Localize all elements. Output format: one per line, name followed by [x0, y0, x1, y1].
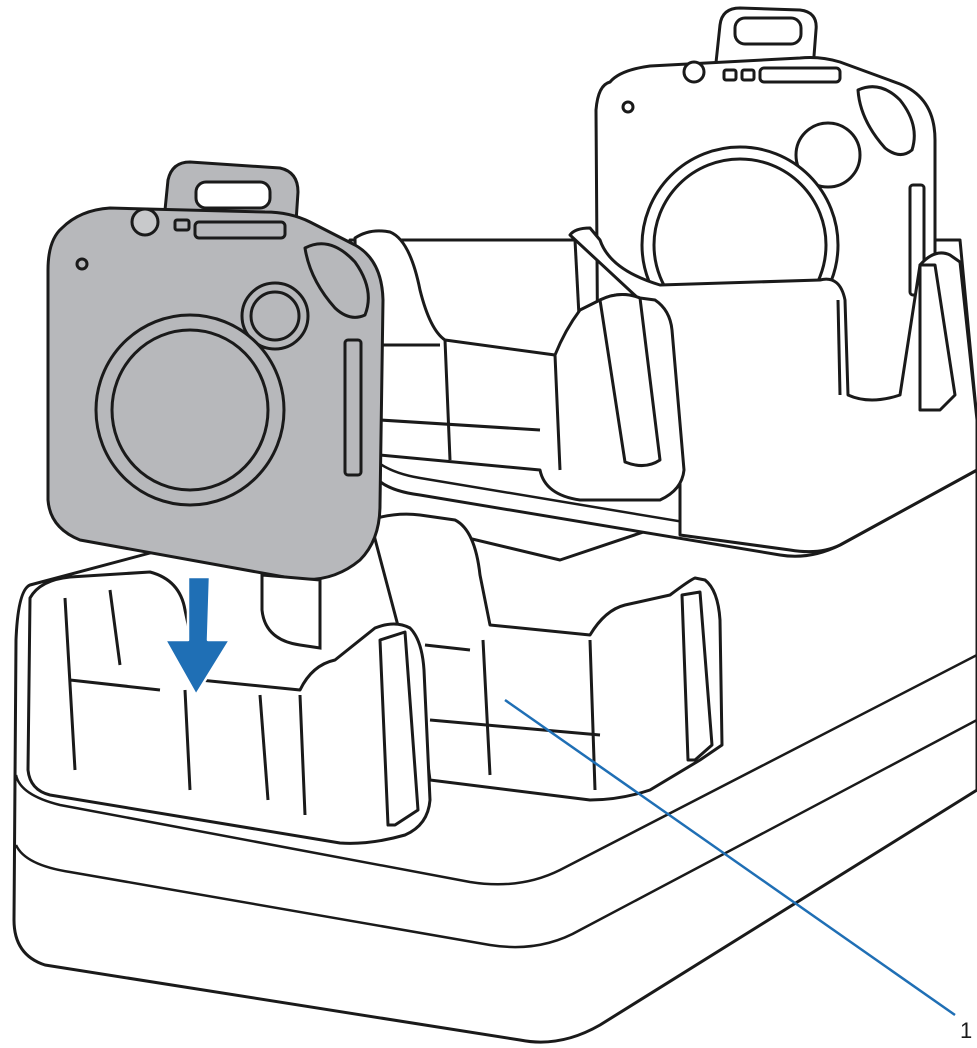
callout-label: 1	[960, 1018, 972, 1043]
callout-line	[504, 698, 956, 1017]
rear-cradle-pocket-left	[353, 229, 686, 502]
front-cradle-pocket-right	[368, 512, 724, 802]
front-cradle-pocket-left	[26, 570, 432, 845]
front-device-dock-connector	[260, 573, 322, 650]
cradle-base-edges	[14, 653, 977, 949]
rear-cradle-pocket-right	[568, 226, 977, 554]
arrow-down-icon	[163, 575, 232, 697]
callout-1: 1	[504, 698, 972, 1043]
front-camera-device	[46, 160, 385, 582]
